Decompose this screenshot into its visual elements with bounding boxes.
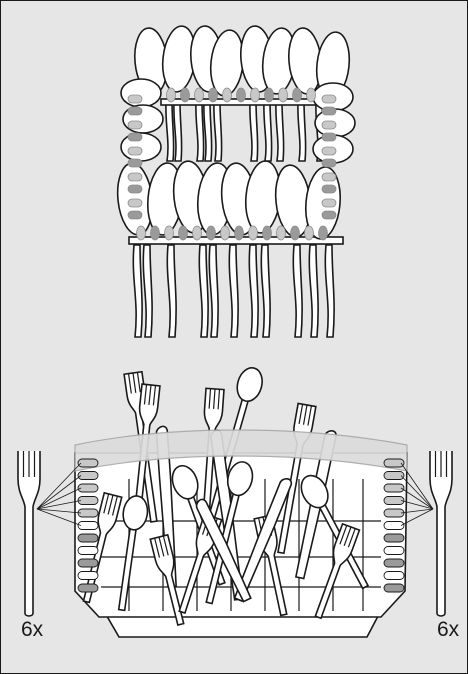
spoon-handle: [204, 101, 212, 161]
basket-side-slot: [384, 572, 404, 580]
tray-clip: [128, 95, 142, 103]
spoon-handle: [196, 101, 204, 161]
tray-clip: [167, 88, 176, 102]
tray-clip: [319, 226, 328, 240]
tray-clip: [293, 88, 302, 102]
spoon-handle: [261, 245, 270, 337]
tray-clip: [128, 133, 142, 141]
spoon-handle: [209, 245, 218, 337]
tray-clip: [128, 159, 142, 167]
spoon-handle: [298, 101, 306, 161]
tray-clip: [322, 133, 336, 141]
spoon-handle: [309, 245, 318, 337]
tray-clip: [322, 107, 336, 115]
basket-side-slot: [78, 559, 98, 567]
upper-cutlery-tray: [114, 25, 355, 337]
spoon-handle: [276, 101, 284, 161]
basket-side-slot: [384, 584, 404, 592]
left-quantity-label: 6x: [21, 619, 43, 640]
tray-clip: [322, 159, 336, 167]
tray-clip: [137, 226, 146, 240]
spoon-handle: [249, 245, 258, 337]
spoon-handle: [133, 245, 142, 337]
spoon-handle: [214, 101, 222, 161]
tray-clip: [195, 88, 204, 102]
tray-clip: [307, 88, 316, 102]
tray-clip: [237, 88, 246, 102]
spoon-handle: [174, 101, 182, 161]
tray-clip: [322, 173, 336, 181]
tray-clip: [128, 185, 142, 193]
tray-clip: [279, 88, 288, 102]
tray-clip: [209, 88, 218, 102]
tray-clip: [263, 226, 272, 240]
tray-clip: [251, 88, 260, 102]
tray-clip: [322, 211, 336, 219]
basket-side-slot: [384, 547, 404, 555]
spoon-handle: [229, 245, 238, 337]
tray-clip: [193, 226, 202, 240]
spoon-handle: [264, 101, 272, 161]
right-fork-icon: [401, 451, 452, 616]
tray-clip: [322, 147, 336, 155]
tray-clip: [128, 173, 142, 181]
tray-clip: [128, 107, 142, 115]
tray-clip: [305, 226, 314, 240]
tray-clip: [151, 226, 160, 240]
basket-side-slot: [78, 572, 98, 580]
spoon-handle: [143, 245, 152, 337]
tray-clip: [207, 226, 216, 240]
spoon-handle: [250, 101, 258, 161]
basket-side-slot: [78, 534, 98, 542]
basket-side-slot: [384, 559, 404, 567]
spoon-handle: [166, 101, 174, 161]
tray-clip: [223, 88, 232, 102]
tray-clip: [128, 121, 142, 129]
tray-clip: [291, 226, 300, 240]
tray-clip: [277, 226, 286, 240]
tray-clip: [322, 199, 336, 207]
tray-clip: [179, 226, 188, 240]
cutlery-basket: [75, 365, 407, 637]
tray-clip: [221, 226, 230, 240]
tray-clip: [322, 95, 336, 103]
spoon-handle: [167, 245, 176, 337]
tray-clip: [165, 226, 174, 240]
tray-clip: [128, 211, 142, 219]
spoon-handle: [325, 245, 334, 337]
right-quantity-label: 6x: [437, 619, 459, 640]
tray-clip: [322, 185, 336, 193]
basket-side-slot: [78, 547, 98, 555]
spoon-handle: [293, 245, 302, 337]
spoon-bowl-side: [121, 79, 161, 107]
left-fork-icon: [18, 451, 81, 616]
spoon-handle: [199, 245, 208, 337]
basket-side-slot: [78, 584, 98, 592]
tray-clip: [322, 121, 336, 129]
tray-clip: [235, 226, 244, 240]
tray-clip: [181, 88, 190, 102]
tray-clip: [128, 199, 142, 207]
basket-side-slot: [384, 534, 404, 542]
tray-clip: [128, 147, 142, 155]
tray-clip: [265, 88, 274, 102]
tray-clip: [249, 226, 258, 240]
